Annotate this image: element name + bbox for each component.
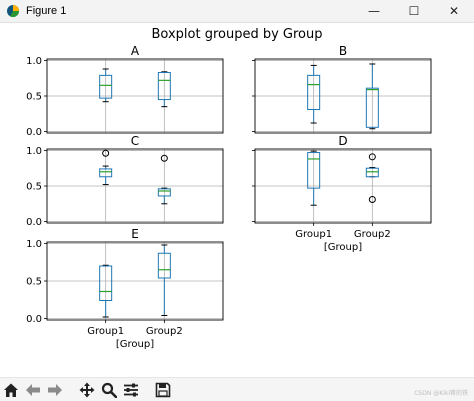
- home-icon: [4, 383, 18, 397]
- zoom-icon: [101, 382, 117, 398]
- subplot-d: D Group1 Group2 [Group]: [252, 134, 432, 253]
- back-button[interactable]: [24, 380, 42, 400]
- pan-button[interactable]: [78, 380, 96, 400]
- box-group2: [365, 167, 379, 178]
- subplot-a: A 0.0 0.5 1.0: [26, 44, 224, 138]
- flier-point: [160, 154, 168, 162]
- y-tick-label: 0.5: [26, 92, 42, 103]
- minimize-button[interactable]: —: [368, 4, 380, 18]
- maximize-button[interactable]: ☐: [408, 4, 420, 18]
- y-tick-label: 1.0: [26, 146, 42, 157]
- x-tick-label: Group1: [87, 326, 124, 337]
- subplot-title: A: [131, 44, 140, 58]
- subplot-title: B: [339, 44, 347, 58]
- forward-icon: [48, 383, 62, 396]
- box-group2: [157, 252, 171, 279]
- save-icon: [155, 382, 171, 397]
- configure-subplots-button[interactable]: [122, 380, 140, 400]
- box-group2: [365, 87, 379, 128]
- subplot-title: C: [131, 134, 139, 148]
- x-axis-label: [Group]: [116, 339, 154, 350]
- y-tick-label: 0.0: [26, 127, 42, 138]
- box-group1: [307, 74, 321, 111]
- figure-suptitle: Boxplot grouped by Group: [151, 27, 322, 42]
- y-tick-label: 1.0: [26, 56, 42, 67]
- box-group1: [307, 152, 321, 189]
- zoom-button[interactable]: [100, 380, 118, 400]
- y-tick-label: 0.0: [26, 314, 42, 325]
- x-tick-label: Group2: [354, 229, 391, 240]
- figure-canvas: Boxplot grouped by Group A 0.0 0.5 1.0 B C 0.0…: [26, 27, 432, 350]
- box-group1: [99, 265, 113, 301]
- subplot-c: C 0.0 0.5 1.0: [26, 134, 224, 228]
- configure-subplots-icon: [124, 383, 138, 396]
- pan-icon: [79, 382, 95, 397]
- x-tick-label: Group2: [146, 326, 183, 337]
- y-tick-label: 0.5: [26, 182, 42, 193]
- window-title: Figure 1: [26, 5, 67, 17]
- y-tick-label: 0.5: [26, 277, 42, 288]
- box-group2: [157, 188, 171, 197]
- close-button[interactable]: ✕: [448, 4, 460, 18]
- flier-point: [368, 153, 376, 161]
- subplot-title: D: [338, 134, 347, 148]
- box-group1: [99, 168, 113, 178]
- flier-point: [102, 149, 110, 157]
- save-button[interactable]: [154, 380, 172, 400]
- figure-app-icon: [7, 5, 19, 18]
- x-tick-label: Group1: [295, 229, 332, 240]
- box-group1: [99, 74, 113, 99]
- flier-point: [368, 196, 376, 204]
- window-titlebar: Figure 1 — ☐ ✕: [0, 0, 474, 23]
- subplot-title: E: [131, 227, 139, 241]
- watermark-text: CSDN @Kiki蒋的铁: [414, 390, 468, 397]
- navigation-toolbar: [0, 377, 474, 401]
- x-axis-label: [Group]: [324, 242, 362, 253]
- y-tick-label: 0.0: [26, 217, 42, 228]
- box-group2: [157, 72, 171, 101]
- back-icon: [26, 383, 40, 396]
- forward-button[interactable]: [46, 380, 64, 400]
- subplot-b: B: [252, 44, 432, 134]
- home-button[interactable]: [2, 380, 20, 400]
- y-tick-label: 1.0: [26, 239, 42, 250]
